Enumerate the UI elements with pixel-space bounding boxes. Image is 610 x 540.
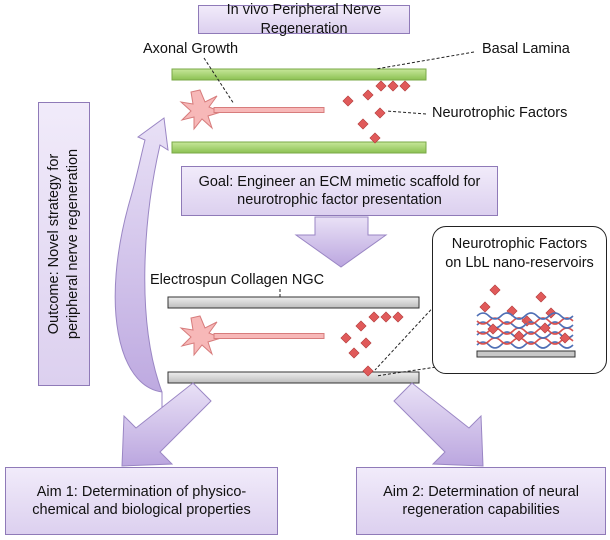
aim1-line-1: Aim 1: Determination of physico- [36, 483, 247, 500]
neuron-bottom [180, 315, 325, 356]
aim2-arrow [393, 382, 484, 467]
aim2-line-1: Aim 2: Determination of neural [383, 483, 579, 500]
title-box: In vivo Peripheral Nerve Regeneration [198, 2, 410, 37]
lbl-layers-graphic [476, 284, 576, 358]
title-text: In vivo Peripheral Nerve Regeneration [226, 2, 382, 37]
aim1-line-2: chemical and biological properties [32, 502, 251, 518]
outcome-line-1: Outcome: Novel strategy for [46, 153, 63, 335]
goal-line-2: neurotrophic factor presentation [237, 192, 442, 208]
inset-substrate [476, 350, 576, 358]
neurotrophic-factors-leader [385, 110, 427, 115]
collagen-ngc-top [167, 296, 420, 309]
basal-lamina-bottom [171, 141, 427, 154]
inset-title: Neurotrophic Factors on LbL nano-reservo… [433, 235, 606, 272]
collagen-ngc-bottom [167, 371, 420, 384]
basal-lamina-leader [375, 51, 475, 70]
neurotrophic-factors-bottom [340, 311, 404, 377]
aim2-box: Aim 2: Determination of neural regenerat… [356, 467, 606, 535]
outcome-line-2: peripheral nerve regeneration [65, 148, 81, 340]
goal-box: Goal: Engineer an ECM mimetic scaffold f… [181, 166, 498, 216]
basal-lamina-label: Basal Lamina [482, 41, 570, 57]
aim1-arrow [121, 382, 212, 467]
outcome-box: Outcome: Novel strategy for peripheral n… [38, 102, 90, 386]
neurotrophic-factors-label: Neurotrophic Factors [432, 105, 568, 121]
outcome-text: Outcome: Novel strategy for peripheral n… [45, 105, 83, 383]
aim2-line-2: regeneration capabilities [402, 502, 560, 518]
inset-line-1: Neurotrophic Factors [451, 236, 588, 252]
collagen-ngc-label: Electrospun Collagen NGC [150, 272, 325, 288]
goal-line-1: Goal: Engineer an ECM mimetic scaffold f… [198, 173, 481, 190]
axonal-growth-leader [203, 57, 235, 105]
inset-line-2: on LbL nano-reservoirs [445, 254, 594, 271]
neuron-top [180, 89, 325, 130]
basal-lamina-top [171, 68, 427, 81]
aim1-box: Aim 1: Determination of physico- chemica… [5, 467, 278, 535]
goal-down-arrow [294, 216, 388, 268]
axonal-growth-label: Axonal Growth [143, 41, 239, 57]
outcome-curved-arrow [114, 117, 169, 410]
lbl-nano-reservoir-inset: Neurotrophic Factors on LbL nano-reservo… [432, 226, 607, 374]
